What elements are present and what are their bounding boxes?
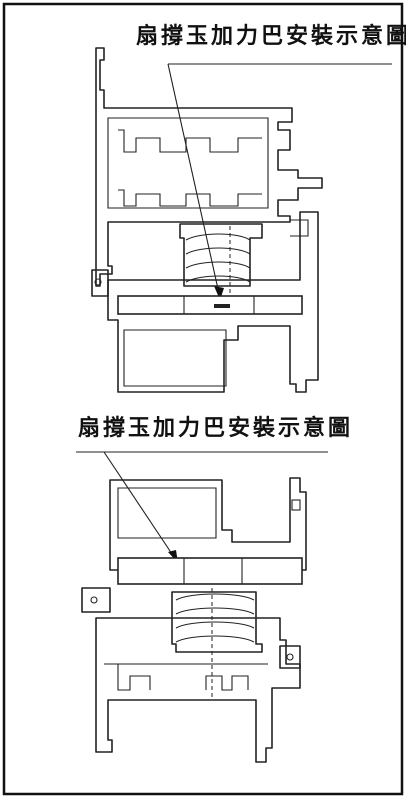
sash-profile-bottom [109, 477, 307, 571]
sash-hook-top [290, 219, 309, 237]
frame-inner-cavity [107, 117, 269, 209]
frame-hooks-bottom-left [104, 663, 151, 691]
frame-hooks-lower [118, 189, 262, 207]
sash-chamber-bottom [117, 487, 217, 539]
frame-profile-upper [95, 47, 323, 287]
gasket-bottom [171, 591, 263, 653]
frame-hooks-upper [118, 129, 262, 153]
frame-profile-lower [95, 617, 301, 763]
gasket-top [179, 223, 263, 287]
sash-hook-bottom [291, 499, 301, 511]
gasket-ribs-top [185, 233, 251, 283]
frame-hooks-bottom-right [205, 675, 249, 691]
leader-line-top [167, 63, 221, 299]
leader-line-bottom [103, 451, 177, 561]
frame-foot-right-bottom [279, 645, 301, 669]
top-profile-section [91, 47, 392, 393]
bottom-profile-section [76, 451, 328, 763]
caption-bottom: 扇撐玉加力巴安裝示意圖 [78, 416, 354, 441]
reinforcement-bar-bottom [117, 557, 303, 585]
caption-top: 扇撐玉加力巴安裝示意圖 [136, 24, 406, 49]
gasket-ribs-bottom [175, 593, 255, 643]
sash-profile-top [107, 211, 319, 393]
frame-foot-hole [94, 278, 102, 286]
frame-foot-left-bottom [81, 587, 111, 613]
leader-arrow-top [214, 286, 224, 300]
bar-marker-top [214, 304, 230, 308]
sash-chamber-top [123, 329, 227, 387]
reinforcement-bar-top [117, 295, 303, 315]
